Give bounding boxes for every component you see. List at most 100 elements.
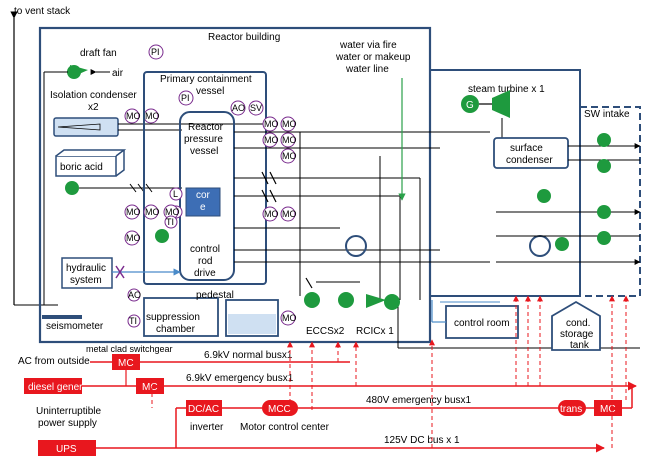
bus-69-emerg-label: 6.9kV emergency busx1 xyxy=(186,373,294,384)
svg-text:MC: MC xyxy=(600,404,616,415)
seismometer-label: seismometer xyxy=(46,321,104,332)
steam-turbine-icon xyxy=(492,90,510,118)
isolation-condenser xyxy=(53,117,119,137)
svg-text:MO: MO xyxy=(282,209,297,219)
svg-text:MO: MO xyxy=(264,119,279,129)
trans-label: trans xyxy=(560,404,582,415)
crd-label-2: rod xyxy=(198,256,212,267)
eccs-pump-1-icon xyxy=(304,292,320,308)
svg-text:TI: TI xyxy=(166,217,174,227)
svg-text:AO: AO xyxy=(232,103,245,113)
inverter-box xyxy=(186,400,222,416)
cond-storage-tank xyxy=(551,300,601,351)
mo-valve-group-mid: MO MO MO MO xyxy=(124,204,180,246)
svg-text:TI: TI xyxy=(129,316,137,326)
power-feeders xyxy=(151,295,629,448)
water-label-2: water or makeup xyxy=(335,52,411,63)
ao-marker-lower xyxy=(127,288,141,302)
water-label-1: water via fire xyxy=(339,40,397,51)
svg-text:MO: MO xyxy=(264,135,279,145)
rcic-label: RCICx 1 xyxy=(356,326,394,337)
bus-69-normal-label: 6.9kV normal busx1 xyxy=(204,350,293,361)
suppression-label-2: chamber xyxy=(156,324,196,335)
eccs-label: ECCSx2 xyxy=(306,326,345,337)
vent-stack-label: to vent stack xyxy=(14,6,71,17)
pi-marker-pcv xyxy=(178,90,194,106)
ups-label-1: Uninterruptible xyxy=(36,406,101,417)
surface-condenser xyxy=(493,137,569,169)
svg-text:MO: MO xyxy=(282,135,297,145)
dcac-label: DC/AC xyxy=(188,404,219,415)
air-label: air xyxy=(112,68,124,79)
surface-label-2: condenser xyxy=(506,155,553,166)
svg-text:PI: PI xyxy=(181,93,190,103)
svg-text:MO: MO xyxy=(282,313,297,323)
inverter-label: inverter xyxy=(190,422,224,433)
mcc-long-label: Motor control center xyxy=(240,422,330,433)
pcv-label-1: Primary containment xyxy=(160,74,252,85)
bus-125-label: 125V DC bus x 1 xyxy=(384,435,460,446)
svg-text:AO: AO xyxy=(128,290,141,300)
ups-box xyxy=(38,440,96,456)
svg-text:MO: MO xyxy=(126,111,141,121)
boric-pump-icon xyxy=(65,181,79,195)
diesel-label: diesel generator xyxy=(28,382,100,393)
rpv-label-2: pressure xyxy=(184,134,223,145)
ac-outside-label: AC from outside xyxy=(18,356,90,367)
core-label-2: e xyxy=(200,202,206,213)
ti-marker: TI xyxy=(164,215,178,229)
mcc-label: MCC xyxy=(268,404,291,415)
pool-water xyxy=(228,314,276,334)
svg-text:PI: PI xyxy=(151,47,160,57)
level-marker xyxy=(169,187,183,201)
svg-text:MO: MO xyxy=(264,209,279,219)
svg-text:MO: MO xyxy=(145,111,160,121)
pi-marker-top xyxy=(148,44,164,60)
surface-label-1: surface xyxy=(510,143,543,154)
rcic-turbine-icon xyxy=(366,294,400,310)
hydraulic-label-1: hydraulic xyxy=(66,263,106,274)
core-label-1: cor xyxy=(196,190,211,201)
vent-stack-line xyxy=(10,11,58,306)
metal-clad-label: metal clad switchgear xyxy=(86,344,173,354)
cst-label-3: tank xyxy=(570,340,590,351)
seismometer-base xyxy=(42,315,82,319)
sv-marker xyxy=(248,100,264,116)
trans-box xyxy=(558,400,586,416)
rpv-pump-icon xyxy=(155,229,169,243)
sw-intake-label: SW intake xyxy=(584,109,630,120)
rpv-label-3: vessel xyxy=(190,146,218,157)
ao-marker xyxy=(230,100,246,116)
sw-intake-outline xyxy=(580,106,641,297)
pedestal-label: pedestal xyxy=(196,290,234,301)
boric-acid-tank xyxy=(55,149,127,177)
svg-text:MO: MO xyxy=(126,233,141,243)
crd-label-3: drive xyxy=(194,268,216,279)
reactor-core xyxy=(185,187,221,217)
iso-cond-label-1: Isolation condenser xyxy=(50,90,137,101)
rpv-label-1: Reactor xyxy=(188,122,224,133)
svg-text:MC: MC xyxy=(142,382,158,393)
heat-exchanger-2 xyxy=(529,235,551,257)
svg-text:G: G xyxy=(466,100,474,111)
draft-fan-label: draft fan xyxy=(80,48,117,59)
generator-icon: G xyxy=(461,95,479,113)
hydraulic-system-box xyxy=(61,257,113,289)
pedestal-pool xyxy=(225,299,279,337)
ti-marker-lower xyxy=(127,314,141,328)
svg-text:SV: SV xyxy=(250,103,262,113)
mo-valve-stack-right: MO MO MO MO MO MO MO MO xyxy=(262,116,297,326)
diesel-generator-box xyxy=(24,378,82,394)
turbine-building-outline xyxy=(429,69,581,297)
bus-480-label: 480V emergency busx1 xyxy=(366,395,472,406)
eccs-pump-2-icon xyxy=(338,292,354,308)
svg-text:MO: MO xyxy=(126,207,141,217)
svg-text:MO: MO xyxy=(282,151,297,161)
iso-cond-label-2: x2 xyxy=(88,102,99,113)
hydraulic-label-2: system xyxy=(70,275,102,286)
suppression-chamber xyxy=(143,297,219,337)
steam-turbine-label: steam turbine x 1 xyxy=(468,84,545,95)
mc-box-right xyxy=(594,400,622,416)
check-valves-boric xyxy=(129,183,153,193)
